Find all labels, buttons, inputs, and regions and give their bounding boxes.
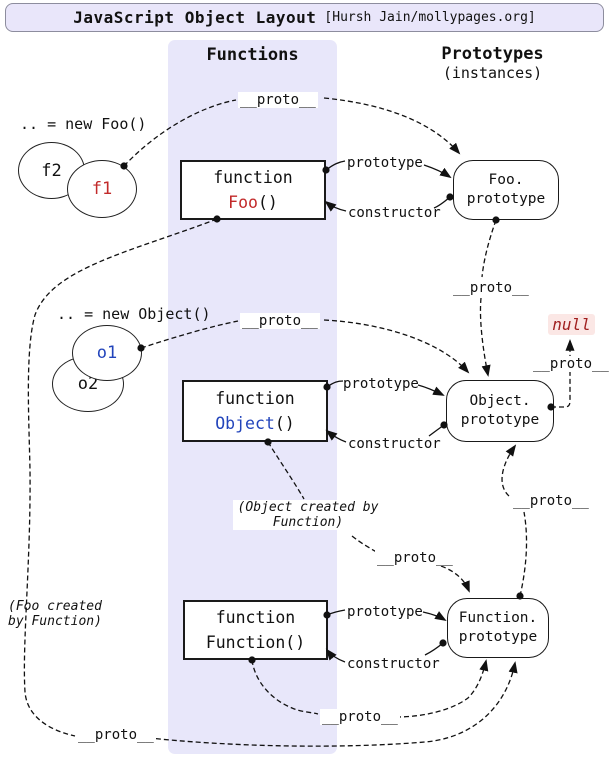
function-name-object: Object (215, 414, 275, 433)
edge-foo-prototype-b (423, 164, 452, 179)
function-name-foo: Foo (228, 193, 258, 212)
function-name-line: Function() (206, 630, 305, 655)
edge-o1-proto-b (323, 319, 470, 374)
function-parens: () (274, 414, 295, 433)
function-name-line: Object() (215, 411, 294, 436)
label-constructor-foo: constructor (348, 205, 441, 221)
function-name-line: Foo() (228, 190, 278, 215)
label-proto-o1: __proto__ (240, 313, 320, 329)
label-prototype-foo: prototype (347, 155, 423, 171)
prototype-box-word: prototype (458, 629, 538, 645)
note-foo-created-by-function: (Foo created by Function) (8, 599, 102, 629)
edge-object-constructor-a (428, 424, 445, 437)
label-proto-null: __proto__ (531, 356, 611, 372)
caption-new-object: .. = new Object() (57, 305, 211, 323)
prototype-box-object: Object. prototype (446, 380, 554, 442)
edge-objbox-proto-c (440, 565, 470, 593)
prototype-box-word: prototype (460, 412, 540, 428)
note-object-created-by-function: (Object created by Function) (233, 500, 383, 530)
function-box-function: function Function() (183, 600, 328, 660)
label-constructor-function: constructor (347, 656, 440, 672)
instance-label-f1: f1 (91, 179, 113, 199)
edge-funcproto-proto-b (501, 444, 517, 497)
function-parens: () (285, 633, 306, 652)
page-title: JavaScript Object Layout (73, 8, 317, 27)
note-line: (Foo created (8, 599, 102, 614)
prototype-box-function: Function. prototype (447, 598, 549, 658)
instance-label-o1: o1 (96, 343, 118, 363)
function-keyword: function (213, 168, 293, 187)
function-keyword: function (215, 389, 295, 408)
label-prototype-function: prototype (347, 604, 423, 620)
note-line: Function) (272, 515, 344, 530)
label-proto-f1: __proto__ (238, 92, 318, 108)
title-bar: JavaScript Object Layout [Hursh Jain/mol… (5, 3, 604, 32)
prototype-box-name: Object. (469, 393, 531, 409)
column-header-prototypes: Prototypes (instances) (400, 44, 585, 82)
prototype-box-name: Function. (458, 610, 538, 626)
label-proto-funcbox: __proto__ (320, 709, 400, 725)
label-prototype-object: prototype (343, 376, 419, 392)
instance-circle-f1: f1 (67, 160, 137, 218)
null-terminal: null (548, 314, 595, 335)
label-proto-foobox: __proto__ (76, 727, 156, 743)
label-proto-funcproto: __proto__ (511, 493, 591, 509)
edge-fooproto-proto-b (479, 297, 491, 377)
note-line: (Object created by (237, 500, 379, 515)
function-box-object: function Object() (182, 380, 328, 442)
label-proto-objbox: __proto__ (375, 550, 455, 566)
column-header-functions: Functions (206, 45, 299, 65)
edge-object-prototype-b (417, 384, 445, 396)
label-proto-fooproto: __proto__ (451, 280, 531, 296)
edge-f1-proto-b (323, 97, 461, 155)
prototype-box-foo: Foo. prototype (453, 160, 559, 220)
function-name-function: Function (205, 633, 286, 652)
instance-label-f2: f2 (41, 160, 62, 181)
prototype-box-word: prototype (466, 191, 546, 207)
title-attribution: [Hursh Jain/mollypages.org] (324, 10, 536, 25)
caption-new-foo: .. = new Foo() (20, 115, 147, 133)
edge-function-constructor-a (424, 642, 444, 656)
function-parens: () (257, 193, 278, 212)
prototypes-subtitle: (instances) (442, 64, 543, 82)
edge-fooproto-proto-a (481, 219, 497, 278)
label-constructor-object: constructor (348, 436, 441, 452)
note-line: by Function) (8, 614, 102, 629)
instance-circle-o1: o1 (72, 325, 142, 381)
function-box-foo: function Foo() (180, 160, 326, 220)
edge-funcproto-proto-a (519, 511, 528, 597)
prototypes-title: Prototypes (441, 44, 544, 64)
edge-function-prototype-b (422, 611, 447, 622)
function-keyword: function (215, 608, 296, 627)
prototype-box-name: Foo. (488, 172, 524, 188)
